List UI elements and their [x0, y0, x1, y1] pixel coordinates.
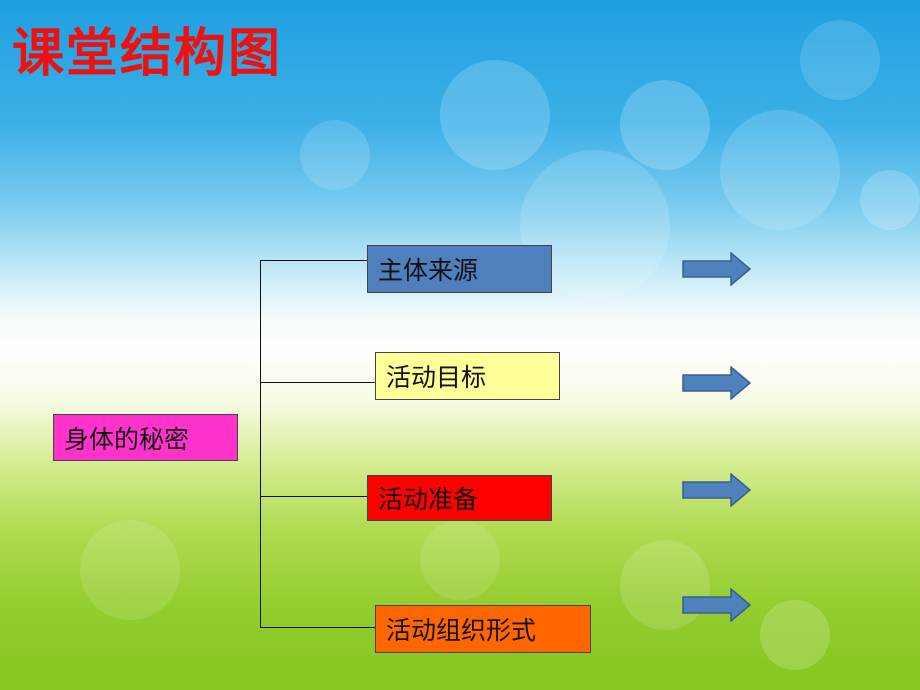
bokeh-circle [620, 80, 710, 170]
right-arrow-icon [682, 366, 752, 400]
connector-branch-3 [260, 496, 368, 497]
bokeh-circle [80, 520, 180, 620]
connector-branch-2 [260, 382, 375, 383]
bokeh-circle [300, 120, 370, 190]
page-title: 课堂结构图 [12, 24, 283, 84]
right-arrow-icon [682, 473, 752, 507]
bokeh-circle [860, 170, 920, 230]
bokeh-circle [760, 600, 830, 670]
right-arrow-icon [682, 588, 752, 622]
connector-branch-1 [260, 260, 368, 261]
root-node: 身体的秘密 [53, 414, 238, 461]
bokeh-circle [720, 110, 840, 230]
branch-node-activity-goal: 活动目标 [375, 352, 560, 400]
connector-branch-4 [260, 627, 375, 628]
bokeh-circle [800, 20, 880, 100]
branch-node-activity-prep: 活动准备 [367, 475, 552, 521]
branch-node-topic-source: 主体来源 [367, 245, 552, 293]
right-arrow-icon [682, 252, 752, 286]
branch-node-activity-format: 活动组织形式 [375, 605, 591, 653]
bokeh-circle [420, 520, 500, 600]
bokeh-circle [440, 60, 550, 170]
connector-trunk [260, 260, 261, 628]
